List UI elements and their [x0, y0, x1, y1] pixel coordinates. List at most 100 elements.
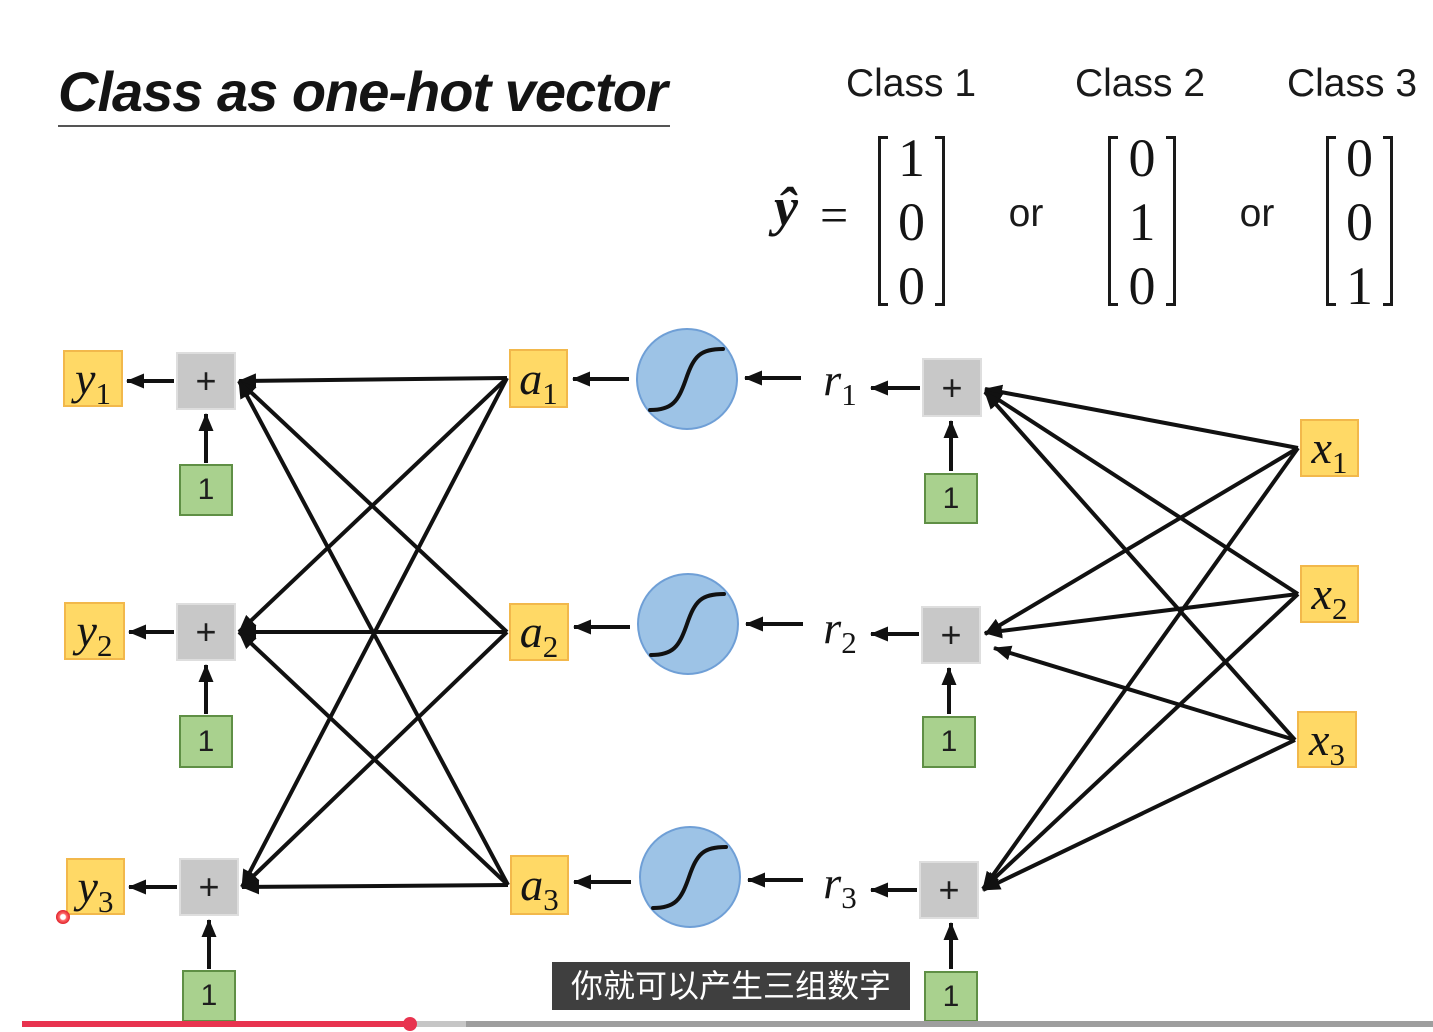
variable-letter: r	[823, 602, 842, 653]
progress-scrubber-handle[interactable]	[403, 1017, 418, 1031]
input-node-x1: x1	[1300, 419, 1359, 479]
class-label-2: Class 2	[1074, 62, 1206, 105]
variable-letter: y	[77, 860, 98, 912]
or-separator-2: or	[1239, 192, 1275, 235]
sum-node-output-1: +	[176, 352, 236, 410]
output-label-y1: y1	[75, 352, 111, 409]
bias-node-hidden-1: 1	[924, 473, 978, 524]
edge-a2-to-sum1	[237, 379, 509, 634]
subscript: 1	[542, 375, 558, 411]
output-node-y1: y1	[63, 350, 123, 409]
right-bracket	[1383, 136, 1393, 306]
video-subtitle: 你就可以产生三组数字	[552, 962, 910, 1010]
left-bracket	[878, 136, 888, 306]
variable-letter: a	[520, 859, 544, 910]
output-node-y3: y3	[66, 858, 125, 917]
one-hot-vector-class-2: 0 1 0	[1108, 131, 1176, 313]
activation-label-a3: a3	[520, 859, 559, 916]
variable-letter: x	[1311, 422, 1332, 473]
one-hot-vector-class-1: 1 0 0	[878, 131, 945, 313]
input-label-x1: x1	[1311, 422, 1348, 479]
sigmoid-node-3	[639, 826, 741, 928]
pre-activation-label-r1: r1	[812, 354, 868, 411]
edge-a3-to-sum1	[237, 380, 510, 886]
subscript: 2	[542, 629, 559, 664]
progress-played	[22, 1021, 411, 1027]
edge-x1-to-sum-hidden3	[981, 446, 1300, 891]
variable-letter: y	[76, 605, 97, 656]
variable-letter: a	[519, 352, 543, 404]
subscript: 2	[96, 628, 113, 663]
subscript: 3	[841, 880, 857, 915]
subscript: 3	[97, 883, 114, 919]
activation-label-a2: a2	[520, 609, 559, 663]
variable-letter: y	[75, 352, 96, 404]
edge-x1-to-sum-hidden2	[983, 446, 1300, 636]
one-hot-vector-class-3: 0 0 1	[1326, 131, 1393, 313]
bias-node-output-3: 1	[182, 970, 236, 1022]
sum-node-output-3: +	[179, 858, 239, 916]
variable-letter: r	[823, 354, 842, 405]
edge-x2-to-sum-hidden3	[981, 592, 1300, 891]
sum-node-hidden-3: +	[919, 861, 979, 919]
output-label-y3: y3	[77, 860, 114, 917]
sigmoid-curve-icon	[651, 845, 728, 910]
variable-letter: r	[823, 857, 842, 908]
input-label-x3: x3	[1309, 713, 1345, 770]
title-underline	[58, 125, 670, 127]
progress-bar[interactable]	[22, 1017, 1433, 1031]
equals-sign: =	[820, 187, 849, 243]
sigmoid-curve-icon	[649, 592, 726, 657]
edge-x1-to-sum-hidden1	[984, 384, 1299, 450]
vector-entry: 0	[1128, 256, 1156, 316]
vector-entry: 0	[1346, 192, 1373, 252]
vector-entry: 0	[898, 192, 925, 252]
edge-a1-to-sum1	[238, 373, 508, 389]
edge-a3-to-sum3	[241, 879, 509, 895]
class-label-1: Class 1	[845, 62, 977, 105]
subscript: 2	[1331, 591, 1348, 626]
sigmoid-node-1	[636, 328, 738, 430]
variable-letter: x	[1309, 713, 1330, 765]
vector-entry: 0	[1128, 128, 1156, 188]
input-node-x3: x3	[1297, 711, 1357, 770]
subscript: 2	[841, 625, 857, 660]
edge-a3-to-sum2	[237, 630, 510, 887]
edge-x3-to-sum-hidden3	[982, 738, 1296, 892]
bias-node-output-1: 1	[179, 464, 233, 516]
edge-x3-to-sum-hidden2	[993, 645, 1296, 742]
variable-letter: x	[1311, 568, 1332, 619]
subscript: 1	[841, 377, 857, 412]
or-separator-1: or	[1008, 192, 1044, 235]
right-bracket	[1166, 136, 1176, 306]
subscript: 3	[543, 882, 559, 917]
output-label-y2: y2	[76, 605, 113, 662]
class-label-3: Class 3	[1286, 62, 1418, 105]
slide-title: Class as one-hot vector	[58, 60, 668, 123]
activation-node-a3: a3	[510, 855, 569, 915]
edge-x2-to-sum-hidden1	[983, 389, 1300, 596]
sigmoid-curve-icon	[648, 347, 725, 412]
sum-node-hidden-2: +	[921, 606, 981, 664]
vector-entry: 1	[898, 128, 925, 188]
sigmoid-node-2	[637, 573, 739, 675]
subscript: 3	[1329, 736, 1345, 772]
input-label-x2: x2	[1311, 568, 1348, 625]
edge-x3-to-sum-hidden1	[983, 390, 1297, 742]
activation-node-a2: a2	[509, 603, 569, 663]
pre-activation-label-r3: r3	[812, 857, 868, 914]
bias-node-output-2: 1	[179, 715, 233, 768]
sum-node-output-2: +	[176, 603, 236, 661]
target-symbol: ŷ	[774, 177, 798, 237]
output-node-y2: y2	[64, 602, 125, 662]
subscript: 1	[95, 375, 111, 411]
laser-pointer-dot	[56, 910, 70, 924]
vector-entry: 0	[898, 256, 925, 316]
vector-entry: 1	[1346, 256, 1373, 316]
bias-node-hidden-2: 1	[922, 716, 976, 768]
subscript: 1	[1331, 445, 1348, 480]
input-node-x2: x2	[1300, 565, 1359, 625]
edge-x2-to-sum-hidden2	[984, 592, 1299, 639]
